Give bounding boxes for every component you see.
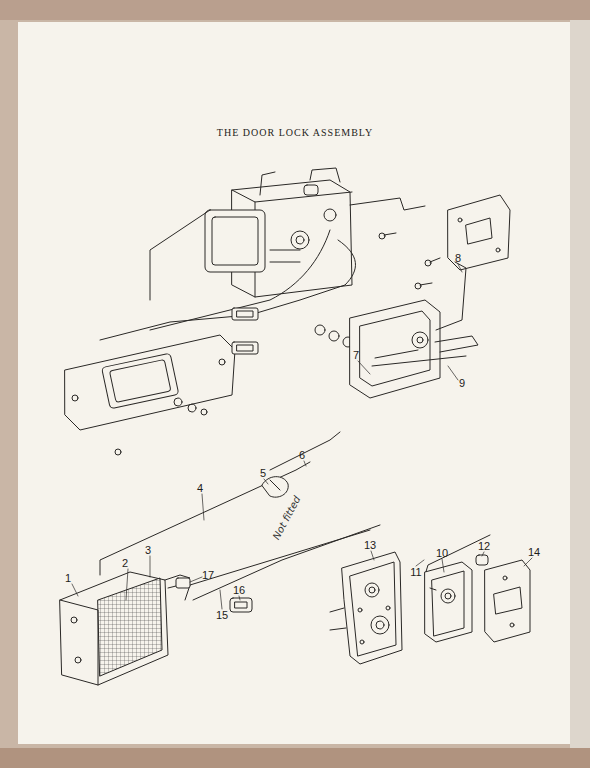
callout-number: 12 (477, 540, 491, 553)
callout-number: 13 (363, 539, 377, 552)
rod-end (176, 578, 190, 588)
lock-housing (205, 168, 352, 297)
callout-number: 9 (458, 377, 466, 390)
callout-number: 14 (527, 546, 541, 559)
screw (476, 555, 488, 565)
outer-handle (65, 335, 235, 430)
striker-plate (485, 560, 530, 642)
callout-number: 2 (121, 557, 129, 570)
page-title: THE DOOR LOCK ASSEMBLY (217, 128, 373, 138)
scan-top-band (0, 0, 590, 20)
next-page-edge (570, 16, 590, 751)
striker-upper (448, 195, 510, 270)
rod-clip (262, 477, 288, 498)
screws (304, 185, 440, 289)
callout-number: 16 (232, 584, 246, 597)
callout-number: 10 (435, 547, 449, 560)
callout-number: 3 (144, 544, 152, 557)
paper-page (18, 22, 570, 744)
scan-bottom-band (0, 748, 590, 768)
callout-number: 15 (215, 609, 229, 622)
callout-number: 5 (259, 467, 267, 480)
callout-number: 8 (454, 252, 462, 265)
inner-handle (60, 572, 190, 685)
callout-number: 1 (64, 572, 72, 585)
callout-number: 17 (201, 569, 215, 582)
lock-unit (425, 562, 472, 642)
latch (330, 552, 402, 664)
callout-number: 7 (352, 349, 360, 362)
callout-number: 11 (409, 566, 422, 579)
callout-number: 6 (298, 449, 306, 462)
escutcheon (230, 598, 252, 612)
callout-number: 4 (196, 482, 204, 495)
leader-lines (72, 264, 532, 609)
remote-control (350, 262, 478, 398)
bushes (115, 308, 353, 455)
